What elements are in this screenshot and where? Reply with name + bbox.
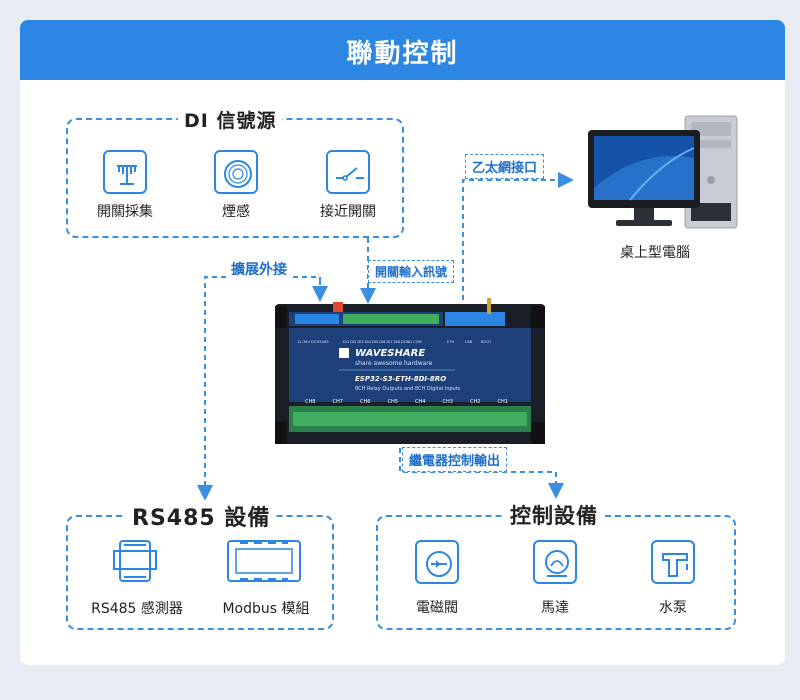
di-box-title: DI 信號源 xyxy=(178,106,282,133)
control-item-label-3: 水泵 xyxy=(633,597,713,617)
channel-label: CH4 xyxy=(415,399,425,405)
pc-label: 桌上型電腦 xyxy=(600,242,710,262)
top-port-label-usb: USB xyxy=(465,340,472,344)
rs485-sensor-icon xyxy=(110,535,160,585)
control-item-label-2: 馬達 xyxy=(515,597,595,617)
ethernet-line xyxy=(463,180,570,300)
solenoid-valve-icon xyxy=(415,540,459,584)
channel-labels: CH8 CH7 CH6 CH5 CH4 CH3 CH2 CH1 xyxy=(305,399,525,407)
proximity-switch-icon xyxy=(326,150,370,194)
water-pump-icon xyxy=(651,540,695,584)
top-port-label-rs485: RS485 xyxy=(317,340,329,344)
device-description: 8CH Relay Outputs and 8CH Digital Inputs xyxy=(355,386,460,392)
channel-label: CH8 xyxy=(305,399,315,405)
modbus-module-icon xyxy=(224,535,304,585)
di-item-label-3: 接近開關 xyxy=(303,201,393,221)
channel-label: CH3 xyxy=(443,399,453,405)
desktop-pc-illustration xyxy=(580,108,755,238)
top-port-label-power: 12-36V DC xyxy=(297,340,316,344)
expansion-label: 擴展外接 xyxy=(228,258,290,280)
top-port-label-boot: BOOT xyxy=(481,340,491,344)
device-tagline: share awesome hardware xyxy=(355,360,432,367)
top-port-label-eth: ETH xyxy=(447,340,454,344)
rs485-item-label-1: RS485 感測器 xyxy=(72,598,202,618)
motor-icon xyxy=(533,540,577,584)
smoke-sensor-icon xyxy=(214,150,258,194)
control-box-title: 控制設備 xyxy=(504,500,604,530)
channel-label: CH6 xyxy=(360,399,370,405)
esp32-relay-board: WAVESHARE share awesome hardware ESP32-S… xyxy=(275,298,545,454)
rs485-item-label-2: Modbus 模組 xyxy=(206,598,326,618)
control-item-label-1: 電磁閥 xyxy=(397,597,477,617)
rs485-box-title: RS485 設備 xyxy=(126,500,276,532)
switch-acquisition-icon xyxy=(103,150,147,194)
di-item-label-2: 煙感 xyxy=(191,201,281,221)
device-brand: WAVESHARE xyxy=(355,348,425,359)
top-port-label-di: DI1 DI2 DI3 DI4 DI5 DI6 DI7 DI8 DGND COM xyxy=(343,340,422,344)
ethernet-label: 乙太網接口 xyxy=(465,154,544,179)
di-item-label-1: 開關採集 xyxy=(80,201,170,221)
channel-label: CH7 xyxy=(333,399,343,405)
device-model: ESP32-S3-ETH-8DI-8RO xyxy=(355,375,446,383)
channel-label: CH5 xyxy=(388,399,398,405)
channel-label: CH2 xyxy=(470,399,480,405)
channel-label: CH1 xyxy=(498,399,508,405)
switch-input-label: 開關輸入訊號 xyxy=(368,260,454,283)
